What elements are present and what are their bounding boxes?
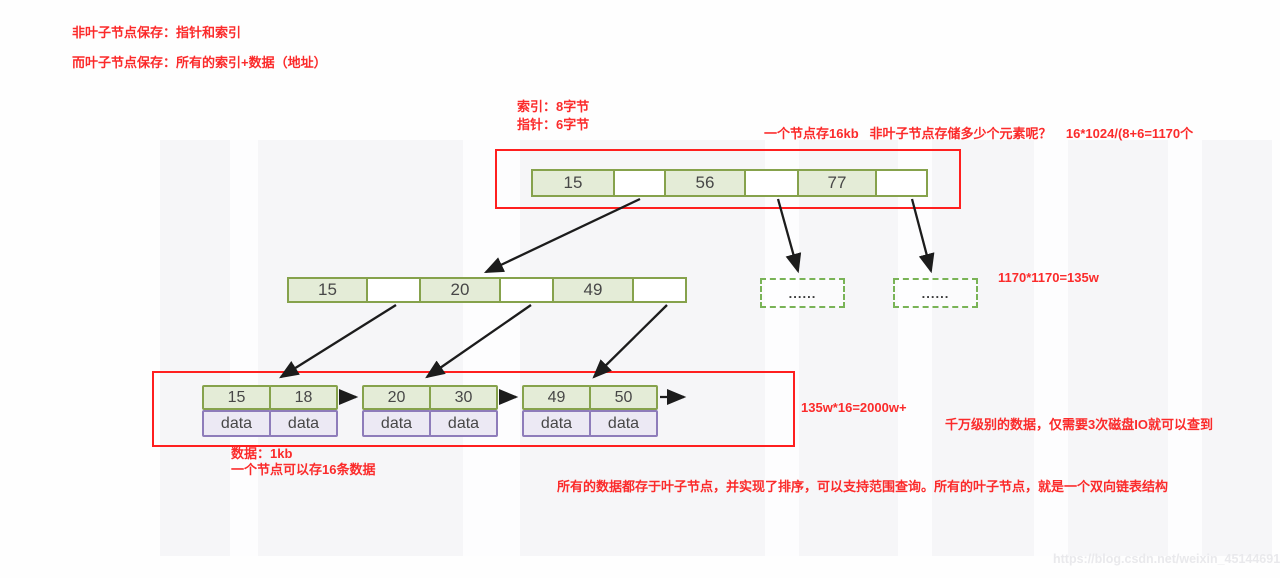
- note-io-count: 千万级别的数据，仅需要3次磁盘IO就可以查到: [945, 417, 1213, 432]
- note-node-capacity: 一个节点存16kb 非叶子节点存储多少个元素呢？ 16*1024/(8+6=11…: [764, 126, 1194, 141]
- pointer-cell: [744, 169, 799, 197]
- note-leaf-capacity: 一个节点可以存16条数据: [231, 462, 376, 477]
- ellipsis-label: ......: [788, 285, 817, 301]
- ellipsis-label: ......: [921, 285, 950, 301]
- data-value: data: [220, 414, 253, 432]
- key-cell: 20: [419, 277, 501, 303]
- leaf-node: 20 30 data data: [362, 385, 500, 437]
- key-value: 20: [387, 388, 406, 406]
- pointer-cell: [366, 277, 421, 303]
- bg-stripe: [1034, 140, 1068, 556]
- key-cell: 15: [202, 385, 271, 410]
- key-cell: 49: [522, 385, 591, 410]
- key-value: 15: [318, 280, 337, 299]
- data-value: data: [380, 414, 413, 432]
- key-value: 15: [227, 388, 246, 406]
- key-cell: 15: [287, 277, 368, 303]
- data-cell: data: [202, 410, 271, 437]
- note-leaf-linkedlist: 所有的数据都存于叶子节点，并实现了排序，可以支持范围查询。所有的叶子节点，就是一…: [557, 479, 1169, 494]
- key-value: 20: [450, 280, 470, 299]
- data-cell: data: [362, 410, 431, 437]
- bg-stripe: [1168, 140, 1202, 556]
- root-node: 15 56 77: [531, 169, 928, 197]
- note-index-size: 索引：8字节: [517, 99, 590, 114]
- data-value: data: [540, 414, 573, 432]
- leaf-node: 15 18 data data: [202, 385, 340, 437]
- key-cell: 56: [664, 169, 746, 197]
- data-value: data: [287, 414, 320, 432]
- note-leaf-math: 135w*16=2000w+: [801, 400, 907, 415]
- pointer-cell: [499, 277, 554, 303]
- key-value: 30: [454, 388, 473, 406]
- pointer-cell: [875, 169, 928, 197]
- key-value: 77: [827, 173, 847, 192]
- root-highlight-box: [495, 149, 961, 209]
- key-cell: 20: [362, 385, 431, 410]
- note-internal-node: 非叶子节点保存：指针和索引: [72, 25, 242, 40]
- pointer-cell: [632, 277, 687, 303]
- data-cell: data: [589, 410, 658, 437]
- data-value: data: [607, 414, 640, 432]
- key-value: 56: [695, 173, 715, 192]
- key-cell: 49: [552, 277, 634, 303]
- key-value: 49: [547, 388, 566, 406]
- ellipsis-node: ......: [760, 278, 845, 308]
- note-pointer-size: 指针：6字节: [517, 117, 590, 132]
- pointer-cell: [613, 169, 666, 197]
- internal-node: 15 20 49: [287, 277, 687, 303]
- note-data-size: 数据：1kb: [231, 446, 293, 461]
- data-cell: data: [429, 410, 498, 437]
- note-level2-math: 1170*1170=135w: [998, 270, 1099, 285]
- key-cell: 15: [531, 169, 615, 197]
- key-value: 18: [294, 388, 313, 406]
- ellipsis-node: ......: [893, 278, 978, 308]
- bg-stripe: [230, 140, 258, 556]
- data-cell: data: [522, 410, 591, 437]
- key-cell: 18: [269, 385, 338, 410]
- data-value: data: [447, 414, 480, 432]
- note-leaf-node: 而叶子节点保存：所有的索引+数据（地址）: [72, 55, 327, 70]
- key-value: 49: [583, 280, 603, 299]
- key-value: 15: [563, 173, 583, 192]
- leaf-node: 49 50 data data: [522, 385, 660, 437]
- csdn-watermark: https://blog.csdn.net/weixin_45144691: [1053, 552, 1280, 566]
- key-cell: 30: [429, 385, 498, 410]
- key-cell: 50: [589, 385, 658, 410]
- data-cell: data: [269, 410, 338, 437]
- key-cell: 77: [797, 169, 877, 197]
- key-value: 50: [614, 388, 633, 406]
